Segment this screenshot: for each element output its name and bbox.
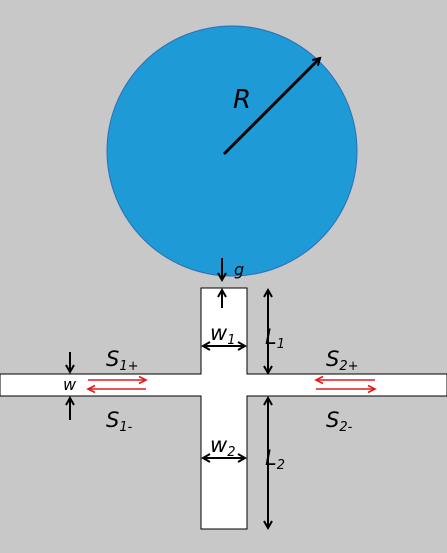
s1-minus-label: S1- (106, 408, 133, 435)
l1-label: L1 (265, 325, 285, 352)
s2-plus-label: S2+ (326, 347, 359, 374)
disk-resonator (106, 25, 358, 277)
radius-label: R (233, 85, 251, 115)
radius-arrow (222, 58, 320, 156)
w2-label: w2 (210, 433, 235, 460)
l2-label: L2 (265, 446, 285, 473)
gap-label: g (234, 260, 244, 279)
s1-plus-label: S1+ (106, 347, 139, 374)
s2-minus-label: S2- (326, 408, 353, 435)
w1-label: w1 (210, 321, 235, 348)
waveguide-structure (0, 287, 447, 530)
width-label: w (63, 375, 77, 394)
